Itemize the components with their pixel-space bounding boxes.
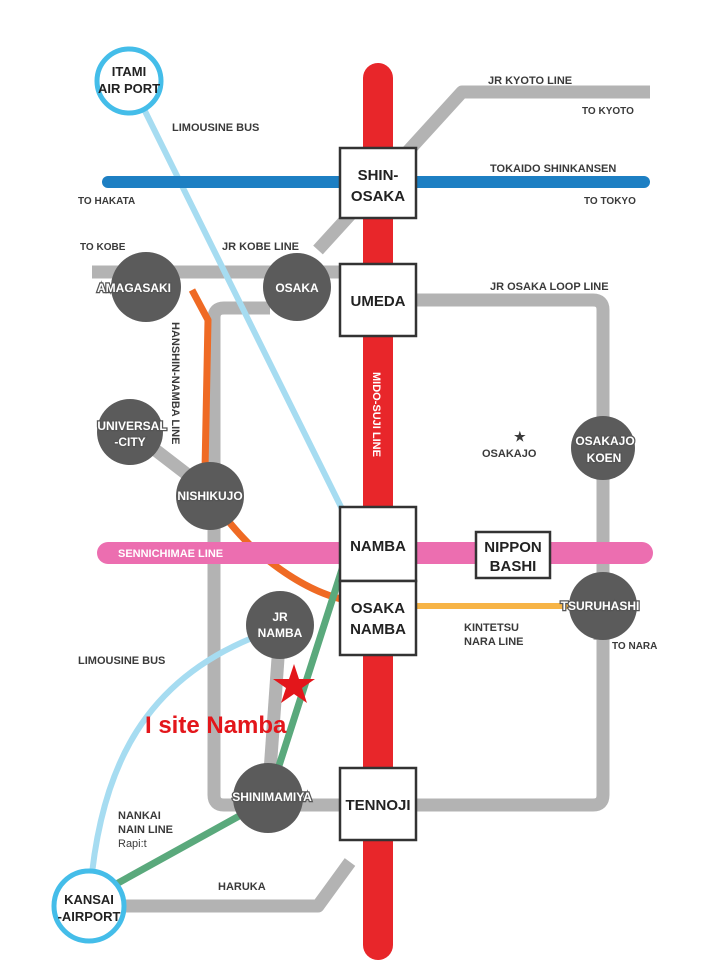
hanshin-namba-line-label: HANSHIN-NAMBA LINE xyxy=(169,322,181,444)
station-shin-osaka-label-1: SHIN- xyxy=(358,167,399,184)
station-nippon-bashi[interactable] xyxy=(474,530,552,580)
station-tsuruhashi-label: TSURUHASHI xyxy=(561,599,640,613)
i-site-namba-label[interactable]: I site Namba xyxy=(145,712,287,739)
nankai-label-1: NANKAI xyxy=(118,810,161,822)
osakajo-star: ★ xyxy=(514,429,526,444)
station-kansai-label-1: KANSAI xyxy=(64,892,114,907)
station-tsuruhashi[interactable] xyxy=(569,572,637,640)
station-osaka-namba-label-2: NAMBA xyxy=(350,621,406,638)
station-universal-city[interactable] xyxy=(97,399,163,465)
station-amagasaki-label: AMAGASAKI xyxy=(97,281,171,295)
to-hakata-label: TO HAKATA xyxy=(78,196,135,207)
tokaido-shinkansen-label: TOKAIDO SHINKANSEN xyxy=(490,163,616,175)
station-shinimamiya-label: SHINIMAMIYA xyxy=(232,790,312,804)
osakajo-landmark-label: OSAKAJO xyxy=(482,448,537,460)
station-universal-label-2: -CITY xyxy=(114,435,145,449)
station-shinimamiya[interactable] xyxy=(233,763,303,833)
station-itami-airport[interactable] xyxy=(94,46,164,116)
station-osakajo-koen[interactable] xyxy=(571,416,635,480)
station-umeda-label: UMEDA xyxy=(351,293,406,310)
station-shin-osaka[interactable] xyxy=(338,146,418,220)
station-kansai-airport[interactable] xyxy=(51,868,127,944)
station-tennoji-label: TENNOJI xyxy=(345,797,410,814)
box-stations xyxy=(338,146,552,842)
station-itami-label-1: ITAMI xyxy=(112,64,146,79)
station-osaka-namba-label-1: OSAKA xyxy=(351,600,405,617)
station-nishikujo-label: NISHIKUJO xyxy=(177,489,242,503)
station-nippon-bashi-label-1: NIPPON xyxy=(484,539,542,556)
station-jr-namba-label-2: NAMBA xyxy=(258,626,303,640)
jr-kobe-line-label: JR KOBE LINE xyxy=(222,241,299,253)
jr-osaka-loop-line-label: JR OSAKA LOOP LINE xyxy=(490,281,609,293)
station-jr-namba-label-1: JR xyxy=(272,610,288,624)
haruka-line[interactable] xyxy=(95,858,356,913)
jr-kyoto-line-label: JR KYOTO LINE xyxy=(488,75,572,87)
nankai-label-2: NAIN LINE xyxy=(118,824,173,836)
star-icon[interactable] xyxy=(273,664,315,703)
station-osaka[interactable] xyxy=(263,253,331,321)
station-universal-label-1: UNIVERSAL xyxy=(97,419,166,433)
circle-stations xyxy=(51,46,637,944)
station-kansai-label-2: -AIRPORT xyxy=(58,909,121,924)
station-itami-label-2: AIR PORT xyxy=(98,81,160,96)
limousine-bus-bottom-label: LIMOUSINE BUS xyxy=(78,655,165,667)
station-nippon-bashi-label-2: BASHI xyxy=(490,558,537,575)
to-kyoto-label: TO KYOTO xyxy=(582,106,634,117)
to-tokyo-label: TO TOKYO xyxy=(584,196,636,207)
limousine-bus-top-label: LIMOUSINE BUS xyxy=(172,122,259,134)
station-shin-osaka-label-2: OSAKA xyxy=(351,188,405,205)
kintetsu-label-2: NARA LINE xyxy=(464,636,523,648)
station-umeda[interactable] xyxy=(338,262,418,338)
station-namba-label: NAMBA xyxy=(350,538,406,555)
station-osakajo-koen-label-2: KOEN xyxy=(587,451,622,465)
station-jr-namba[interactable] xyxy=(246,591,314,659)
station-osaka-namba[interactable] xyxy=(338,579,418,657)
to-kobe-label: TO KOBE xyxy=(80,242,126,253)
station-tennoji[interactable] xyxy=(338,766,418,842)
station-nishikujo[interactable] xyxy=(176,462,244,530)
limousine-bus-kansai[interactable] xyxy=(87,635,255,898)
station-osaka-label: OSAKA xyxy=(275,281,319,295)
limousine-lines xyxy=(87,92,348,898)
to-nara-label: TO NARA xyxy=(612,641,657,652)
station-amagasaki[interactable] xyxy=(111,252,181,322)
kintetsu-label-1: KINTETSU xyxy=(464,622,519,634)
midosuji-line-label: MIDO-SUJI LINE xyxy=(370,372,382,457)
nankai-label-3: Rapi:t xyxy=(118,838,147,850)
haruka-label: HARUKA xyxy=(218,881,266,893)
limousine-bus-itami[interactable] xyxy=(134,92,348,518)
sennichimae-line-label: SENNICHIMAE LINE xyxy=(118,548,223,560)
station-osakajo-koen-label-1: OSAKAJO xyxy=(575,434,634,448)
